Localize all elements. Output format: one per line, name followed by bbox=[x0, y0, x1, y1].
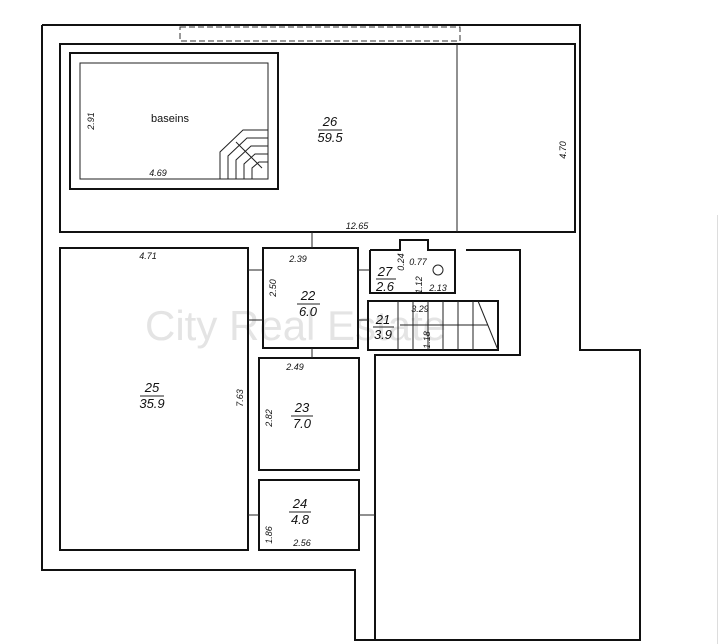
room-25-number: 25 bbox=[144, 380, 160, 395]
dim: 2.50 bbox=[268, 279, 278, 298]
dim: 2.39 bbox=[288, 254, 307, 264]
dim: 12.65 bbox=[346, 221, 370, 231]
watermark: City Real Estate bbox=[145, 302, 446, 349]
room-21-area: 3.9 bbox=[374, 327, 392, 342]
pool-label: baseins bbox=[151, 113, 189, 125]
dim: 2.56 bbox=[292, 538, 311, 548]
top-windows bbox=[179, 26, 461, 42]
dim: 2.82 bbox=[264, 409, 274, 428]
pool bbox=[69, 52, 279, 190]
dim: 1.12 bbox=[414, 276, 424, 294]
room-22-number: 22 bbox=[300, 288, 316, 303]
dim: 4.70 bbox=[558, 141, 568, 159]
room-22-area: 6.0 bbox=[299, 304, 318, 319]
room-26 bbox=[59, 43, 576, 233]
room-23 bbox=[258, 357, 360, 471]
room-27-number: 27 bbox=[377, 264, 393, 279]
room-22 bbox=[262, 247, 359, 349]
dim: 1.86 bbox=[264, 526, 274, 544]
dim: 2.49 bbox=[285, 362, 304, 372]
room-24-number: 24 bbox=[292, 496, 307, 511]
pool-height: 2.91 bbox=[86, 112, 96, 131]
room-26-area: 59.5 bbox=[317, 130, 343, 145]
dim: 4.71 bbox=[139, 251, 157, 261]
dim: 7.63 bbox=[235, 389, 245, 407]
dim: 3.29 bbox=[411, 304, 429, 314]
pool-width: 4.69 bbox=[149, 168, 167, 178]
room-21 bbox=[367, 300, 499, 351]
room-25 bbox=[59, 247, 249, 551]
room-26-number: 26 bbox=[322, 114, 338, 129]
room-27-area: 2.6 bbox=[375, 279, 395, 294]
dim: 2.13 bbox=[428, 283, 447, 293]
room-23-area: 7.0 bbox=[293, 416, 312, 431]
dim: 0.24 bbox=[396, 253, 406, 271]
room-21-number: 21 bbox=[375, 312, 390, 327]
door-marks bbox=[248, 232, 375, 516]
room-25-area: 35.9 bbox=[139, 396, 164, 411]
dim: 0.77 bbox=[409, 257, 428, 267]
dim: 1.18 bbox=[422, 331, 432, 349]
room-24-area: 4.8 bbox=[291, 512, 310, 527]
room-27 bbox=[369, 239, 456, 294]
outer-wall bbox=[41, 24, 641, 641]
pool-stairs bbox=[219, 129, 268, 179]
stairs bbox=[397, 300, 499, 351]
room-23-number: 23 bbox=[294, 400, 310, 415]
